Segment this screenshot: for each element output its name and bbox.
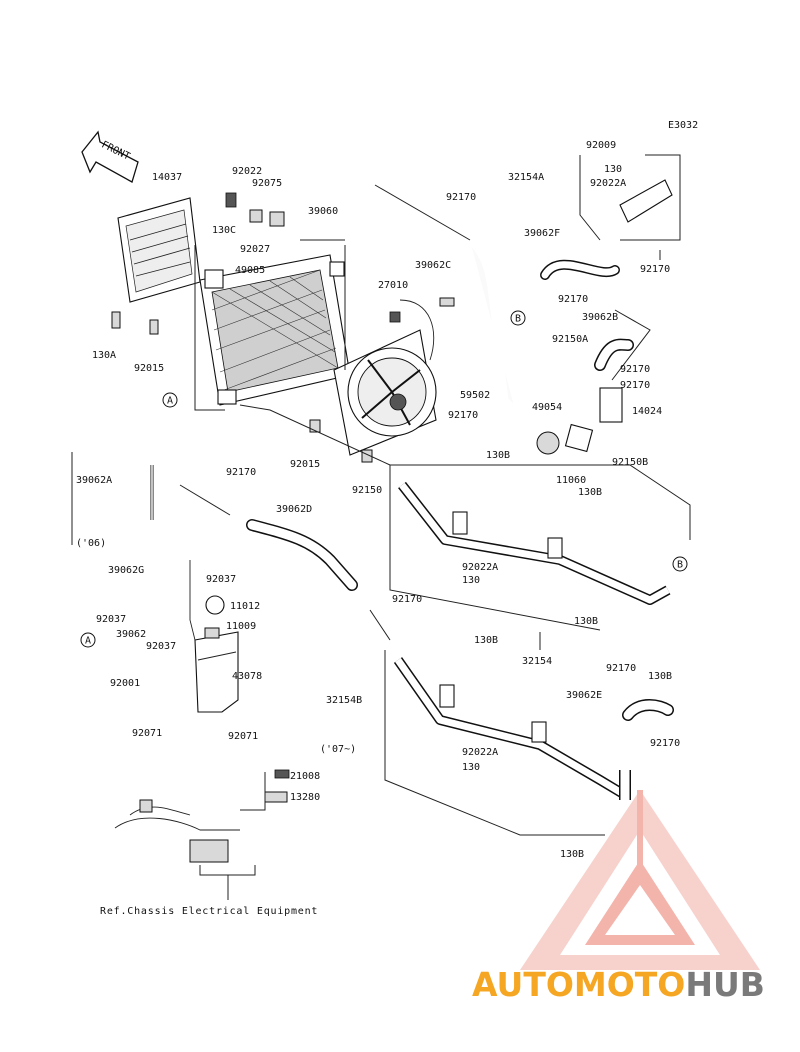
watermark-part2: HUB	[685, 965, 765, 1004]
part-callout: 130	[462, 762, 480, 773]
part-callout: 92170	[226, 467, 256, 478]
part-callout: 92170	[650, 738, 680, 749]
part-callout: 11009	[226, 621, 256, 632]
part-callout: 14024	[632, 406, 662, 417]
part-callout: 92022A	[590, 178, 626, 189]
ref-marker: B	[672, 556, 688, 572]
part-callout: 39062E	[566, 690, 602, 701]
part-callout: 130	[604, 164, 622, 175]
radiator	[199, 192, 351, 406]
ref-marker-circle	[80, 632, 96, 648]
part-callout: 14037	[152, 172, 182, 183]
part-callout: 130C	[212, 225, 236, 236]
part-callout: 130B	[486, 450, 510, 461]
diagram-code: E3032	[668, 120, 698, 131]
part-callout: 130B	[560, 849, 584, 860]
part-callout: 13280	[290, 792, 320, 803]
front-arrow-icon: FRONT	[81, 130, 139, 183]
cooling-fan-assembly	[309, 297, 455, 463]
part-callout: 32154	[522, 656, 552, 667]
ref-marker-circle	[162, 392, 178, 408]
part-callout: 92170	[558, 294, 588, 305]
ref-marker-letter: B	[515, 314, 521, 325]
part-callout: 39060	[308, 206, 338, 217]
ref-marker-circle	[510, 310, 526, 326]
part-callout: 92170	[606, 663, 636, 674]
part-callout: 92170	[392, 594, 422, 605]
leader-lines	[71, 154, 691, 900]
part-callout: 92027	[240, 244, 270, 255]
reference-markers: A B B A	[80, 310, 688, 648]
ref-marker-letter: A	[85, 636, 91, 647]
part-callout: 92170	[448, 410, 478, 421]
part-callout: 92022A	[462, 747, 498, 758]
part-callout: 39062B	[582, 312, 618, 323]
part-callout: 92150A	[552, 334, 588, 345]
radiator-screen	[111, 197, 201, 335]
part-callout: 130A	[92, 350, 116, 361]
part-callout: 32154B	[326, 695, 362, 706]
part-callout: 92037	[146, 641, 176, 652]
part-callout: 39062	[116, 629, 146, 640]
watermark-part1: AUTOMOTO	[472, 965, 685, 1004]
part-callout: 130B	[574, 616, 598, 627]
part-callout: 39062A	[76, 475, 112, 486]
ref-marker-circle	[672, 556, 688, 572]
part-callout: 130B	[474, 635, 498, 646]
part-callout: 92037	[206, 574, 236, 585]
part-callout: 92075	[252, 178, 282, 189]
part-callout: 92015	[134, 363, 164, 374]
ref-marker-letter: B	[677, 560, 683, 571]
part-callout: 92022	[232, 166, 262, 177]
part-callout: 130	[462, 575, 480, 586]
lower-hose	[246, 519, 358, 591]
part-callout: 49085	[235, 265, 265, 276]
part-callout: 92071	[228, 731, 258, 742]
ref-marker: A	[80, 632, 96, 648]
part-callout: 130B	[648, 671, 672, 682]
part-callout: 39062F	[524, 228, 560, 239]
part-callout: 39062D	[276, 504, 312, 515]
part-callout: ('06)	[76, 538, 106, 549]
part-callout: 92015	[290, 459, 320, 470]
reservoir-tank	[150, 465, 239, 713]
part-callout: 130B	[578, 487, 602, 498]
wiring-harness	[114, 769, 290, 863]
part-callout: 21008	[290, 771, 320, 782]
part-callout: 92150	[352, 485, 382, 496]
ref-marker: B	[510, 310, 526, 326]
part-callout: 27010	[378, 280, 408, 291]
part-callout: 92071	[132, 728, 162, 739]
part-callout: 39062G	[108, 565, 144, 576]
part-callout: 11060	[556, 475, 586, 486]
ref-marker-letter: A	[167, 396, 173, 407]
part-callout: 59502	[460, 390, 490, 401]
part-callout: 92150B	[612, 457, 648, 468]
part-callout: 11012	[230, 601, 260, 612]
part-callout: 92009	[586, 140, 616, 151]
part-callout: 92001	[110, 678, 140, 689]
lower-water-pipe	[393, 657, 674, 800]
part-callout: 92037	[96, 614, 126, 625]
part-callout: 49054	[532, 402, 562, 413]
part-callout: 43078	[232, 671, 262, 682]
part-callout: 92170	[620, 364, 650, 375]
upper-hoses	[466, 179, 673, 455]
part-callout: 92170	[446, 192, 476, 203]
ref-marker: A	[162, 392, 178, 408]
part-callout: 92170	[620, 380, 650, 391]
part-callout: 92022A	[462, 562, 498, 573]
part-callout: 39062C	[415, 260, 451, 271]
part-callout: 92170	[640, 264, 670, 275]
reference-note: Ref.Chassis Electrical Equipment	[100, 906, 318, 917]
part-callout: ('07~)	[320, 744, 356, 755]
water-pipe	[398, 481, 671, 605]
watermark-text: AUTOMOTOHUB	[472, 965, 765, 1004]
part-callout: 32154A	[508, 172, 544, 183]
watermark-logo	[520, 790, 760, 970]
